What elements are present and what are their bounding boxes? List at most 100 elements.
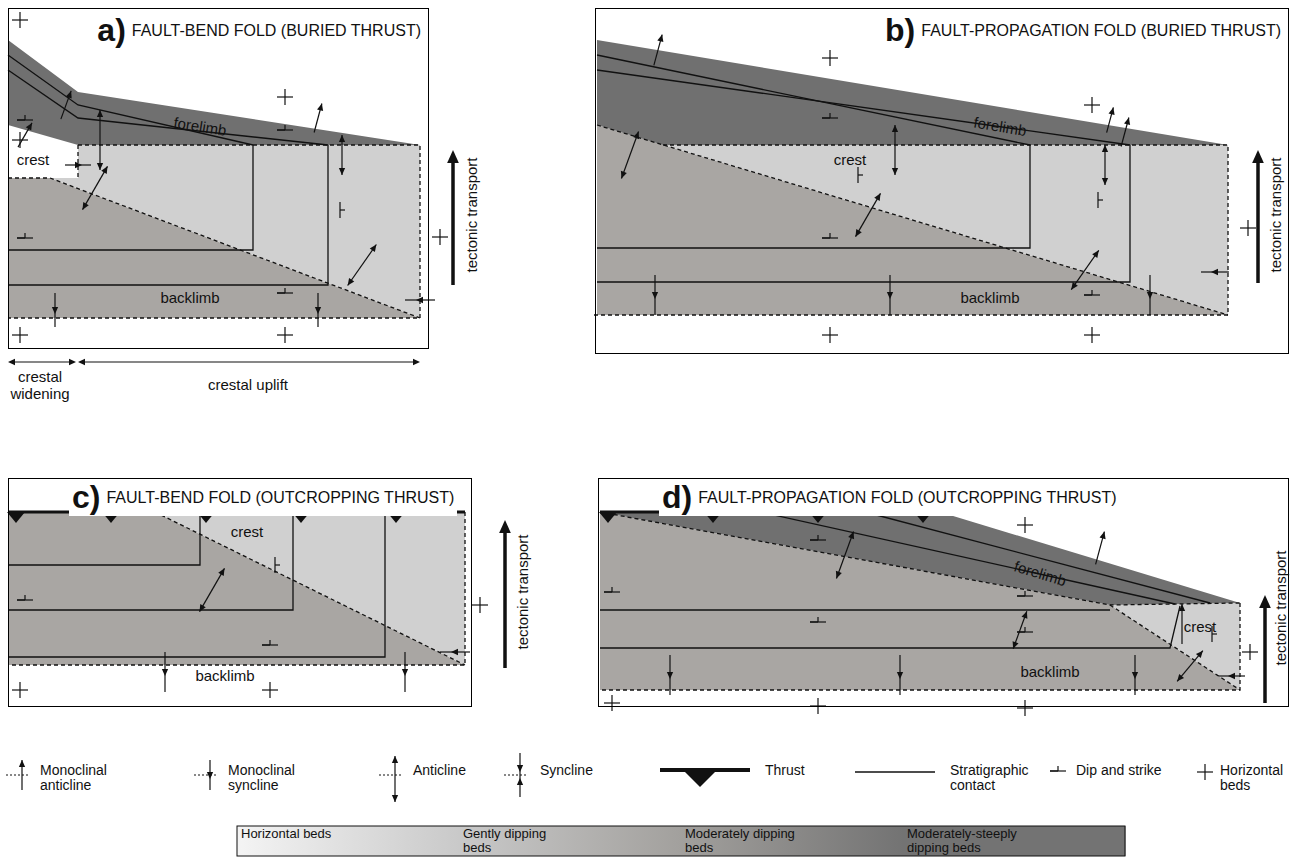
panel-name: FAULT-PROPAGATION FOLD (OUTCROPPING THRU… — [698, 489, 1116, 507]
arrowhead — [1102, 145, 1108, 152]
arrowhead — [339, 168, 345, 175]
symbol-stroke — [479, 597, 480, 613]
region-boundary — [592, 145, 1228, 315]
bed-region — [600, 512, 1240, 605]
region-boundary — [8, 512, 465, 665]
arrowhead — [1228, 673, 1235, 679]
arrowhead — [667, 672, 673, 679]
arrowhead — [1147, 292, 1153, 299]
legend-text: Monoclinal syncline — [228, 763, 318, 794]
legend-text: Moderately dipping beds — [685, 827, 795, 856]
arrowhead — [633, 132, 639, 140]
fold-axis — [379, 775, 403, 776]
arrowhead — [1100, 532, 1106, 540]
arrowhead — [207, 772, 213, 779]
stratigraphic-contact — [8, 55, 253, 145]
symbol-stroke — [24, 115, 25, 120]
panel-title: b)FAULT-PROPAGATION FOLD (BURIED THRUST) — [882, 12, 1284, 49]
arrowhead — [348, 278, 355, 286]
symbol-stroke — [829, 233, 830, 238]
stratigraphic-contact — [600, 606, 1180, 648]
symbol-stroke — [1024, 627, 1025, 632]
symbol-stroke — [1256, 160, 1260, 283]
arrowhead — [848, 532, 854, 540]
section-label: crestal uplift — [203, 377, 293, 394]
arrowhead — [1021, 611, 1027, 619]
section-panel: d)FAULT-PROPAGATION FOLD (OUTCROPPING TH… — [598, 478, 1289, 707]
stratigraphic-contact — [597, 70, 1130, 145]
symbol-stroke — [817, 698, 818, 714]
arrowhead — [83, 202, 89, 210]
symbol-stroke — [1091, 327, 1092, 343]
arrowhead — [75, 162, 82, 168]
section-label: backlimb — [960, 290, 1019, 307]
region-boundary — [8, 178, 420, 318]
color-swatch — [681, 826, 904, 856]
bed-region — [155, 512, 465, 665]
stratigraphic-contact — [600, 609, 1110, 610]
bed-region — [8, 512, 465, 665]
symbol-stroke — [829, 327, 830, 343]
arrowhead — [897, 672, 903, 679]
arrowhead — [315, 307, 321, 314]
bed-region — [597, 125, 1228, 315]
color-swatch — [903, 826, 1126, 856]
arrowhead — [517, 765, 523, 772]
symbol-stroke — [1024, 517, 1025, 533]
arrowhead — [517, 778, 523, 785]
panel-letter: a) — [97, 12, 125, 49]
stratigraphic-contact — [8, 145, 253, 250]
bed-region — [1110, 603, 1240, 690]
arrowhead — [657, 35, 663, 43]
symbol-stroke — [1013, 611, 1027, 649]
symbol-stroke — [503, 530, 507, 668]
arrowhead — [836, 571, 842, 579]
symbol-stroke — [99, 110, 100, 170]
section-label: tectonic transport — [1273, 550, 1290, 665]
symbol-stroke — [621, 132, 638, 179]
stratigraphic-contact — [8, 512, 200, 565]
bed-region — [600, 512, 1240, 690]
arrowhead — [1196, 651, 1203, 658]
symbol-stroke — [1091, 290, 1092, 295]
section-label: crest — [834, 152, 867, 169]
arrowhead — [451, 649, 458, 655]
symbol-stroke — [284, 288, 285, 293]
fold-sections — [6, 12, 1271, 802]
arrowhead — [1109, 107, 1115, 115]
symbol-stroke — [894, 125, 895, 175]
arrowhead — [1252, 150, 1264, 163]
symbol-stroke — [1204, 764, 1205, 780]
symbol-stroke — [284, 89, 285, 105]
legend-text: Anticline — [413, 763, 503, 778]
arrowhead — [413, 359, 420, 365]
arrowhead — [1102, 178, 1108, 185]
thrust-tooth — [7, 512, 25, 523]
legend-text: Monoclinal anticline — [40, 763, 130, 794]
symbol-stroke — [18, 123, 32, 147]
panel-letter: b) — [885, 12, 915, 49]
section-label: tectonic transport — [515, 534, 532, 649]
symbol-stroke — [19, 327, 20, 343]
symbol-stroke — [19, 132, 20, 148]
symbol-stroke — [83, 166, 108, 209]
arrowhead — [19, 760, 25, 767]
section-panel: b)FAULT-PROPAGATION FOLD (BURIED THRUST) — [595, 8, 1289, 354]
color-bar-frame — [237, 826, 1125, 856]
arrowhead — [8, 359, 15, 365]
section-label: crestal widening — [0, 369, 80, 402]
bed-region — [8, 40, 420, 145]
legend-text: Horizontal beds — [241, 827, 351, 841]
legend-text: Thrust — [765, 763, 845, 778]
legend-text: Horizontal beds — [1220, 763, 1290, 794]
arrowhead — [218, 568, 224, 576]
symbol-stroke — [611, 695, 612, 711]
arrowhead — [101, 166, 107, 174]
fold-axis — [194, 775, 218, 776]
symbol-stroke — [19, 682, 20, 698]
symbol-stroke — [855, 771, 935, 772]
bed-region — [597, 40, 1228, 145]
symbol-stroke — [61, 91, 71, 119]
section-label: backlimb — [195, 668, 254, 685]
arrowhead — [200, 604, 206, 612]
